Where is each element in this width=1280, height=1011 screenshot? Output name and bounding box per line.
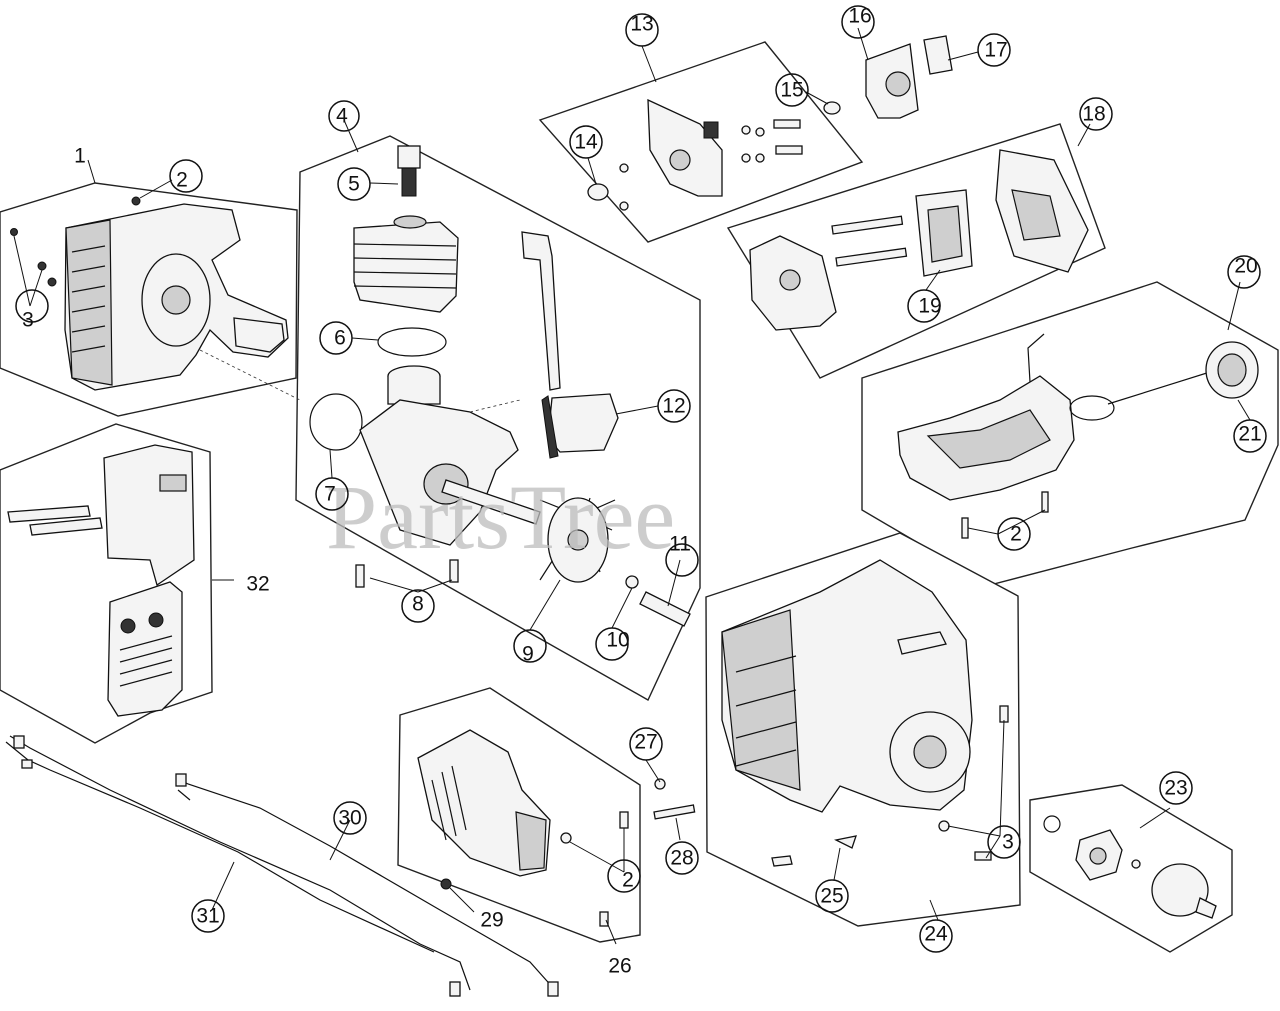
callout-31: 31 (196, 905, 219, 928)
muffler-part (7, 444, 234, 717)
callout-23: 23 (1164, 777, 1187, 800)
callout-26: 26 (608, 955, 631, 978)
callout-5-circle (337, 167, 371, 201)
air-filter-part (749, 149, 1089, 331)
engine-housing-part (10, 196, 301, 401)
callout-21-circle (1233, 419, 1267, 453)
callout-20-circle (1227, 255, 1261, 289)
callout-29: 29 (480, 909, 503, 932)
callout-15-circle (775, 73, 809, 107)
callout-28: 28 (670, 847, 693, 870)
callout-16-circle (841, 5, 875, 39)
fuel-tank-part (897, 333, 1259, 539)
callout-13: 13 (630, 13, 653, 36)
callout-12: 12 (662, 395, 685, 418)
panel-clutch (1029, 784, 1233, 953)
callout-25: 25 (820, 885, 843, 908)
callout-4-circle (328, 100, 360, 132)
callout-2c: 2 (622, 869, 634, 892)
callout-30-circle (333, 801, 367, 835)
callout-12-circle (657, 389, 691, 423)
callout-18-circle (1079, 97, 1113, 131)
callout-3b-circle (987, 825, 1021, 859)
callout-21: 21 (1238, 423, 1261, 446)
callout-32: 32 (246, 573, 269, 596)
callout-11-circle (665, 543, 699, 577)
callout-13-circle (625, 13, 659, 47)
callout-2b: 2 (1010, 523, 1022, 546)
callout-23-circle (1159, 771, 1193, 805)
callout-16: 16 (848, 5, 871, 28)
callout-14-circle (569, 125, 603, 159)
callout-labels: 1 2 3 4 5 6 7 8 9 10 11 12 13 14 15 16 1 (15, 5, 1267, 978)
recoil-starter-part (721, 559, 1009, 867)
callout-7-circle (315, 477, 349, 511)
callout-2-circle (169, 159, 203, 193)
callout-7: 7 (324, 483, 336, 506)
callout-3b: 3 (1002, 831, 1014, 854)
callout-8: 8 (412, 593, 424, 616)
callout-18: 18 (1082, 103, 1105, 126)
callout-17: 17 (984, 39, 1007, 62)
watermark: PartsTree (326, 466, 675, 568)
engine-block-part (309, 145, 691, 627)
callout-2b-circle (997, 517, 1031, 551)
callout-8-circle (401, 589, 435, 623)
callout-19-circle (907, 289, 941, 323)
callout-27: 27 (634, 731, 657, 754)
callout-20: 20 (1234, 255, 1257, 278)
callout-31-circle (191, 899, 225, 933)
callout-28-circle (665, 841, 699, 875)
callout-19: 19 (918, 295, 941, 318)
callout-2c-circle (607, 859, 641, 893)
callout-9-circle (513, 629, 547, 663)
callout-9: 9 (522, 643, 534, 666)
callout-4: 4 (336, 105, 348, 128)
throttle-cables-part (5, 735, 559, 997)
carb-bracket-part (587, 35, 953, 211)
callout-1: 1 (74, 145, 86, 168)
callout-5: 5 (348, 173, 360, 196)
callout-24: 24 (924, 923, 948, 946)
clutch-part (1043, 815, 1217, 919)
fan-housing-part (417, 729, 696, 927)
callout-17-circle (977, 33, 1011, 67)
callout-27-circle (629, 727, 663, 761)
callout-24-circle (919, 919, 953, 953)
callout-3-circle (15, 289, 49, 323)
callout-3: 3 (22, 309, 34, 332)
callout-2: 2 (176, 169, 188, 192)
callout-11: 11 (669, 533, 691, 556)
callout-10-circle (595, 627, 629, 661)
callout-14: 14 (574, 131, 598, 154)
callout-6-circle (319, 321, 353, 355)
callout-10: 10 (606, 629, 629, 652)
callout-15: 15 (780, 79, 803, 102)
callout-30: 30 (338, 807, 361, 830)
callout-6: 6 (334, 327, 346, 350)
callout-25-circle (815, 879, 849, 913)
